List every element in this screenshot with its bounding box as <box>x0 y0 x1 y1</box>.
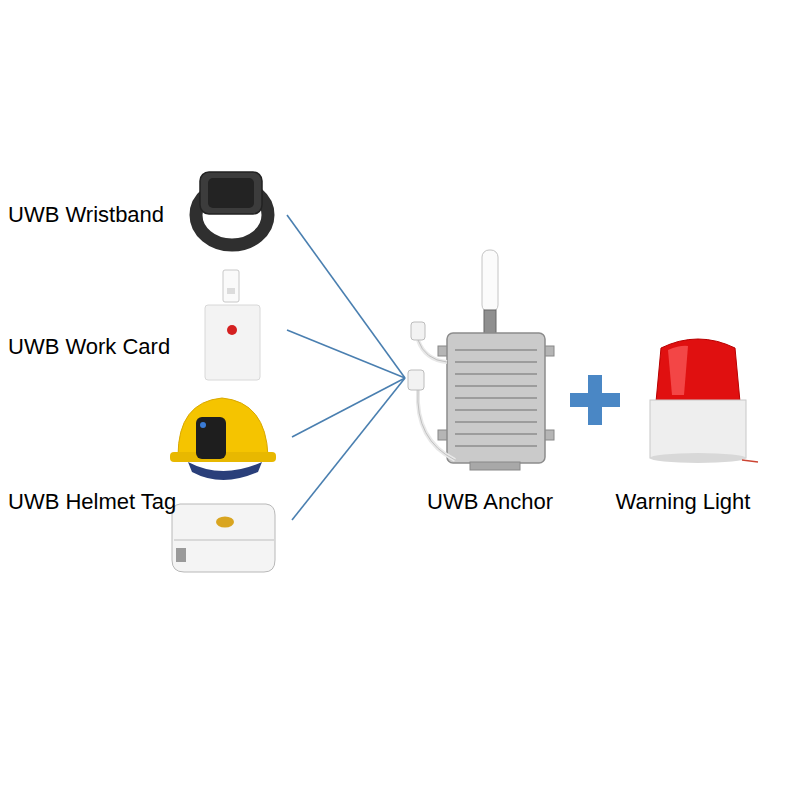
node-label: UWB Anchor <box>405 490 575 514</box>
workcard-clip <box>223 270 239 302</box>
signal-line <box>292 378 405 520</box>
node-label: Warning Light <box>598 490 768 514</box>
helmet-strap <box>188 462 262 480</box>
tag-box-button <box>216 517 234 528</box>
workcard-clip-hole <box>227 288 235 294</box>
anchor-cable-edge <box>418 390 455 460</box>
warning-light-base <box>650 400 746 458</box>
wristband-illustration <box>196 172 268 245</box>
warning-light-foot <box>650 453 746 463</box>
node-label: UWB Helmet Tag <box>8 490 176 514</box>
warning-light-glare <box>668 346 688 395</box>
anchor-base <box>470 462 520 470</box>
workcard-body <box>205 305 260 380</box>
anchor-cable-edge <box>418 340 447 362</box>
warning-light-node: Warning Light <box>598 325 768 520</box>
anchor-plug <box>411 322 425 340</box>
node-label: UWB Wristband <box>8 203 164 227</box>
tag-box-illustration <box>172 504 275 572</box>
anchor-illustration <box>408 250 554 470</box>
anchor-cable <box>418 390 455 460</box>
anchor-housing <box>447 333 545 463</box>
helmet-tag <box>196 417 226 459</box>
anchor-antenna-mount <box>484 310 496 334</box>
tag-box-edge <box>174 539 274 541</box>
plus-bar <box>588 375 602 425</box>
node-label: UWB Work Card <box>8 335 170 359</box>
signal-line <box>292 378 405 437</box>
tag-box-slot <box>176 548 186 562</box>
wristband-body <box>200 172 262 214</box>
warning-light-wire <box>742 460 758 462</box>
workcard-illustration <box>205 270 260 380</box>
workcard-node: UWB Work Card <box>5 268 287 383</box>
helmet-illustration <box>170 398 276 480</box>
anchor-cable <box>418 340 447 362</box>
warning-light-dome <box>656 339 740 402</box>
wristband-screen <box>208 178 254 208</box>
signal-line <box>287 215 405 378</box>
anchor-fins <box>455 350 537 446</box>
anchor-node: UWB Anchor <box>405 245 575 520</box>
warning-light-illustration <box>650 339 758 463</box>
tag-box-body <box>172 504 275 572</box>
anchor-plug <box>408 370 424 390</box>
wristband-node: UWB Wristband <box>5 165 287 260</box>
signal-line <box>287 330 405 378</box>
workcard-button <box>227 325 237 335</box>
helmet-tag-node: UWB Helmet Tag <box>5 395 292 580</box>
plus-symbol <box>570 375 620 425</box>
anchor-antenna <box>482 250 498 312</box>
helmet-tag-led <box>200 422 206 428</box>
